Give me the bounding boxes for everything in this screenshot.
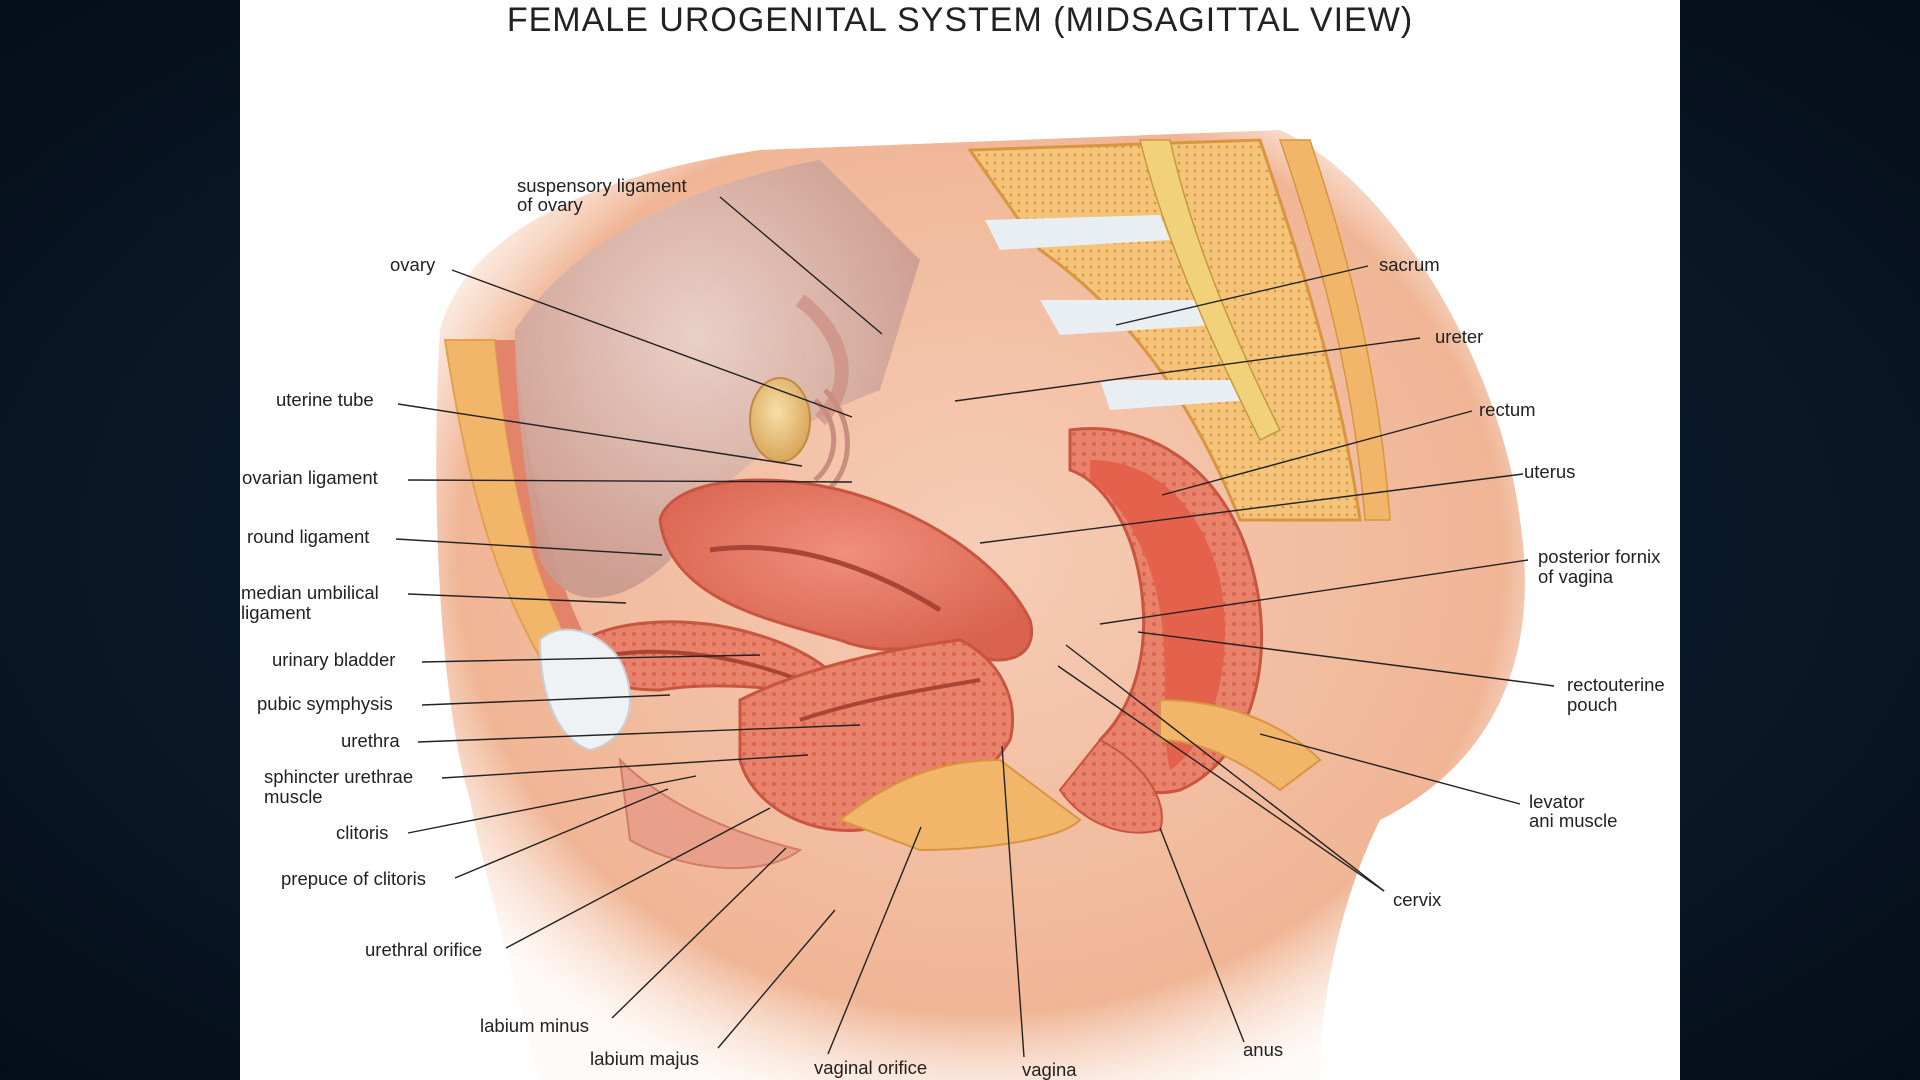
sacrum-spine — [967, 138, 1391, 522]
leader-urinary-bladder — [421, 654, 761, 663]
leader-urethra — [417, 724, 861, 743]
label-median-umbilical-ligament: median umbilical ligament — [241, 582, 384, 623]
label-labium-majus: labium majus — [590, 1048, 699, 1069]
vagina-structure — [618, 638, 1082, 870]
leader-suspensory — [719, 196, 883, 335]
leader-vaginal-orifice — [827, 826, 922, 1055]
leader-cervix — [1065, 644, 1385, 892]
leader-uterine-tube — [397, 403, 803, 467]
rectum-structure — [1068, 427, 1263, 795]
label-cervix: cervix — [1393, 889, 1442, 910]
ovary-structure — [749, 294, 850, 495]
label-round-ligament: round ligament — [247, 526, 369, 547]
leader-levator-ani — [1259, 733, 1521, 805]
leader-pubic-symphysis — [421, 694, 671, 706]
leader-ovary — [451, 269, 853, 418]
label-ovary: ovary — [390, 254, 436, 275]
label-clitoris: clitoris — [336, 822, 388, 843]
leader-posterior-fornix — [1099, 559, 1529, 625]
label-sphincter-urethrae: sphincter urethrae muscle — [264, 766, 418, 807]
label-urethra: urethra — [341, 730, 400, 751]
label-urinary-bladder: urinary bladder — [272, 649, 395, 670]
leader-ureter — [954, 337, 1421, 402]
label-rectum: rectum — [1479, 399, 1536, 420]
leader-round-ligament — [395, 538, 663, 556]
leader-ovarian-ligament — [407, 479, 853, 483]
leader-rectouterine — [1137, 631, 1555, 687]
leader-median-umbilical — [407, 593, 627, 604]
label-ovarian-ligament: ovarian ligament — [242, 467, 378, 488]
leader-urethral-orifice — [505, 807, 771, 949]
label-pubic-symphysis: pubic symphysis — [257, 693, 393, 714]
label-labium-minus: labium minus — [480, 1015, 589, 1036]
diagram-labels: suspensory ligament of ovary ovary uteri… — [241, 175, 1670, 1080]
uterus-structure — [658, 478, 1033, 662]
leader-sphincter — [441, 754, 809, 779]
leader-rectum — [1161, 410, 1473, 496]
leader-vagina — [1001, 745, 1025, 1058]
leader-prepuce — [454, 788, 669, 879]
label-anus: anus — [1243, 1039, 1283, 1060]
label-urethral-orifice: urethral orifice — [365, 939, 482, 960]
diagram-title: FEMALE UROGENITAL SYSTEM (MIDSAGITTAL VI… — [506, 1, 1414, 39]
anatomy-illustration: suspensory ligament of ovary ovary uteri… — [241, 130, 1670, 1080]
peritoneal-cavity — [515, 160, 920, 598]
leader-labium-majus — [717, 909, 836, 1049]
label-rectouterine-pouch: rectouterine pouch — [1567, 674, 1670, 715]
leader-labium-minus — [611, 847, 787, 1019]
leader-cervix-2 — [1057, 665, 1385, 892]
label-posterior-fornix: posterior fornix of vagina — [1538, 546, 1666, 587]
leader-sacrum — [1115, 265, 1369, 326]
label-uterine-tube: uterine tube — [276, 389, 374, 410]
label-levator-ani: levator ani muscle — [1529, 791, 1617, 831]
diagram-panel: FEMALE UROGENITAL SYSTEM (MIDSAGITTAL VI… — [240, 0, 1680, 1080]
leader-anus — [1159, 827, 1245, 1043]
label-sacrum: sacrum — [1379, 254, 1440, 275]
leader-clitoris — [407, 775, 697, 834]
label-prepuce-of-clitoris: prepuce of clitoris — [281, 868, 426, 889]
label-suspensory-ligament: suspensory ligament of ovary — [517, 175, 692, 215]
leader-uterus — [979, 473, 1524, 544]
label-vaginal-orifice: vaginal orifice — [814, 1057, 927, 1078]
label-uterus: uterus — [1524, 461, 1575, 482]
anal-region — [1058, 698, 1322, 834]
label-ureter: ureter — [1435, 326, 1483, 347]
leader-lines — [395, 196, 1555, 1058]
label-vagina: vagina — [1022, 1059, 1077, 1080]
